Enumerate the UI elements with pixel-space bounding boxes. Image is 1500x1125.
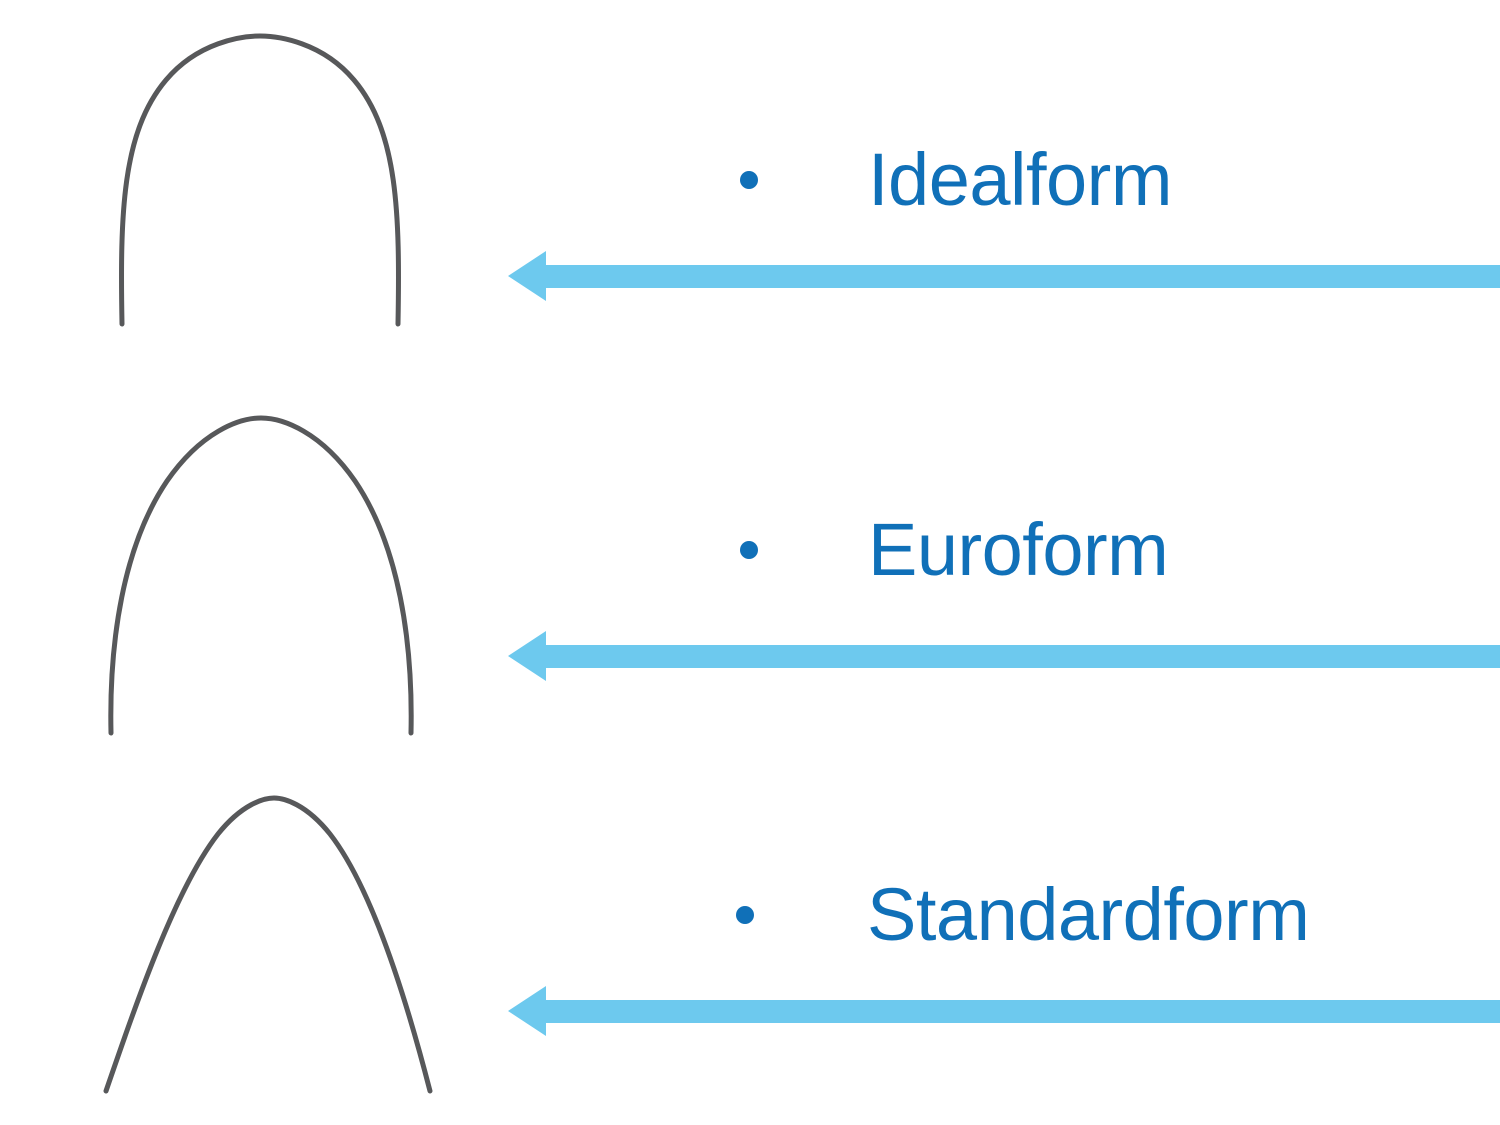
list-item-label-idealform: Idealform <box>868 138 1172 221</box>
arrow-left-standardform <box>508 976 1500 1046</box>
archwire-standardform-figure <box>50 778 490 1108</box>
bullet-icon <box>740 171 758 189</box>
bullet-icon <box>736 906 754 924</box>
list-item-idealform[interactable]: Idealform <box>740 143 1172 217</box>
archwire-euroform-figure <box>55 396 475 746</box>
bullet-icon <box>740 541 758 559</box>
arrow-left-standardform-svg <box>508 986 1500 1036</box>
list-item-standardform[interactable]: Standardform <box>736 873 1310 956</box>
archwire-idealform-figure <box>60 14 480 344</box>
archwire-euroform-svg <box>108 415 414 736</box>
archwire-idealform-path <box>119 33 401 327</box>
list-item-euroform[interactable]: Euroform <box>740 508 1169 591</box>
arrow-left-idealform <box>508 241 1500 311</box>
archwire-standardform-path <box>103 795 433 1094</box>
arrow-left-idealform-svg <box>508 251 1500 301</box>
archwire-euroform-path <box>108 415 414 736</box>
arrow-left-euroform-svg <box>508 631 1500 681</box>
list-item-label-standardform: Standardform <box>867 873 1310 956</box>
arrowhead-left-icon <box>508 251 1500 301</box>
arrowhead-left-icon <box>508 986 1500 1036</box>
arrow-left-euroform <box>508 621 1500 691</box>
list-item-label-euroform: Euroform <box>868 508 1169 591</box>
archwire-standardform-svg <box>103 795 433 1094</box>
archwire-idealform-svg <box>119 33 401 327</box>
arrowhead-left-icon <box>508 631 1500 681</box>
